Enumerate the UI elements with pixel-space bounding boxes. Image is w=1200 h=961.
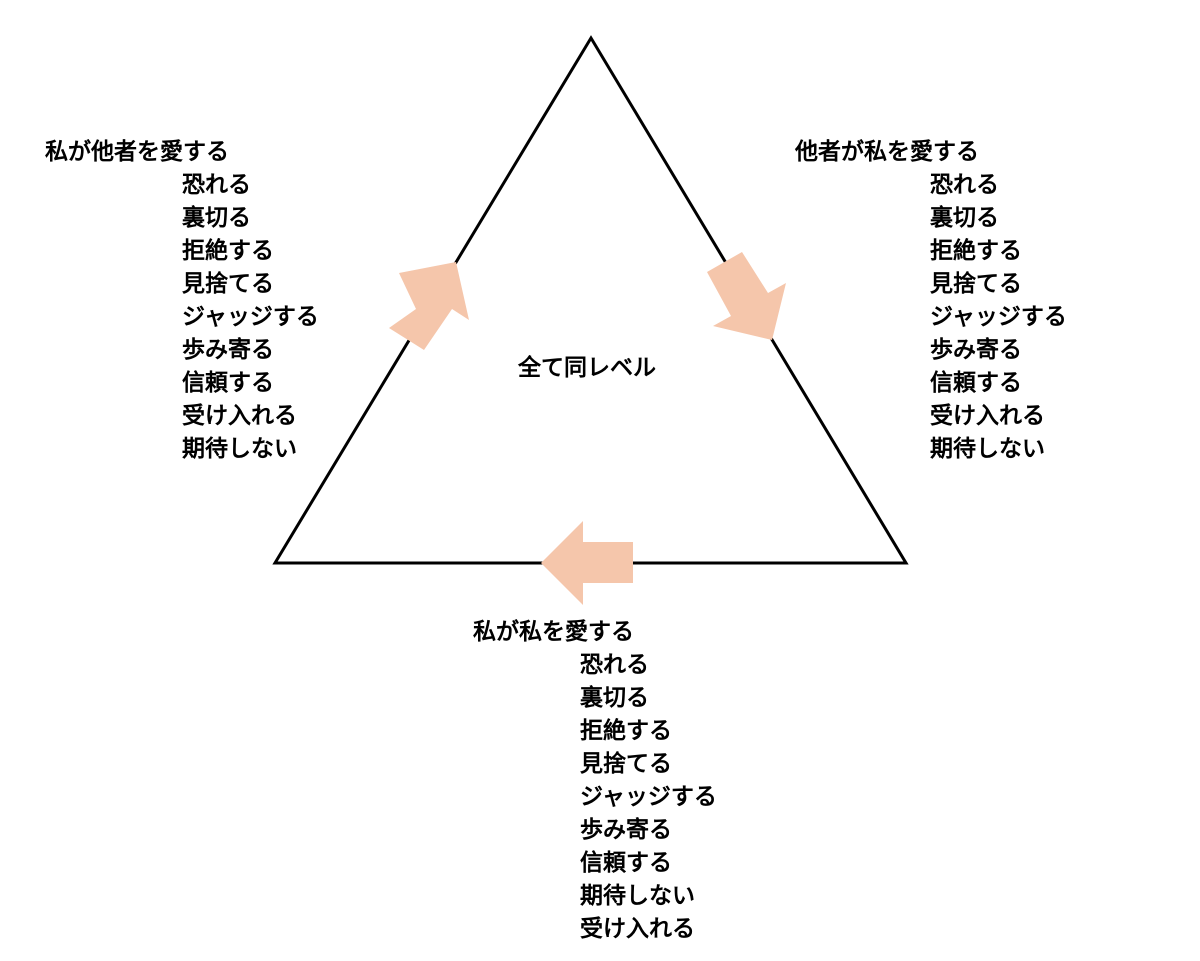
arrow-down-right (707, 252, 786, 340)
list-item: 見捨てる (182, 271, 274, 297)
group-title: 私が私を愛する (473, 619, 634, 645)
list-item: ジャッジする (182, 304, 319, 330)
group-title: 私が他者を愛する (45, 139, 229, 165)
list-item: 裏切る (930, 205, 999, 231)
list-item: 歩み寄る (930, 337, 1022, 363)
list-item: 見捨てる (930, 271, 1022, 297)
group-bottom: 私が私を愛する 恐れる裏切る拒絶する見捨てるジャッジする歩み寄る信頼する期待しな… (473, 616, 717, 946)
list-item: 期待しない (580, 883, 695, 909)
list-item: 恐れる (580, 652, 649, 678)
list-item: ジャッジする (580, 784, 717, 810)
list-item: 裏切る (580, 685, 649, 711)
arrow-up-right (389, 262, 469, 350)
list-item: 恐れる (182, 172, 251, 198)
list-item: 信頼する (930, 370, 1022, 396)
item-list: 恐れる裏切る拒絶する見捨てるジャッジする歩み寄る信頼する受け入れる期待しない (930, 169, 1067, 466)
group-right: 他者が私を愛する 恐れる裏切る拒絶する見捨てるジャッジする歩み寄る信頼する受け入… (795, 136, 1067, 466)
list-item: 拒絶する (930, 238, 1022, 264)
list-item: 受け入れる (580, 916, 695, 942)
list-item: ジャッジする (930, 304, 1067, 330)
item-list: 恐れる裏切る拒絶する見捨てるジャッジする歩み寄る信頼する期待しない受け入れる (580, 649, 717, 946)
list-item: 期待しない (182, 436, 297, 462)
list-item: 拒絶する (580, 718, 672, 744)
list-item: 恐れる (930, 172, 999, 198)
list-item: 期待しない (930, 436, 1045, 462)
group-title: 他者が私を愛する (795, 139, 979, 165)
center-label: 全て同レベル (518, 355, 656, 381)
list-item: 歩み寄る (182, 337, 274, 363)
list-item: 受け入れる (182, 403, 297, 429)
item-list: 恐れる裏切る拒絶する見捨てるジャッジする歩み寄る信頼する受け入れる期待しない (182, 169, 319, 466)
list-item: 受け入れる (930, 403, 1045, 429)
list-item: 裏切る (182, 205, 251, 231)
list-item: 歩み寄る (580, 817, 672, 843)
list-item: 信頼する (580, 850, 672, 876)
list-item: 信頼する (182, 370, 274, 396)
arrow-left (541, 521, 633, 605)
group-left: 私が他者を愛する 恐れる裏切る拒絶する見捨てるジャッジする歩み寄る信頼する受け入… (45, 136, 319, 466)
list-item: 拒絶する (182, 238, 274, 264)
list-item: 見捨てる (580, 751, 672, 777)
